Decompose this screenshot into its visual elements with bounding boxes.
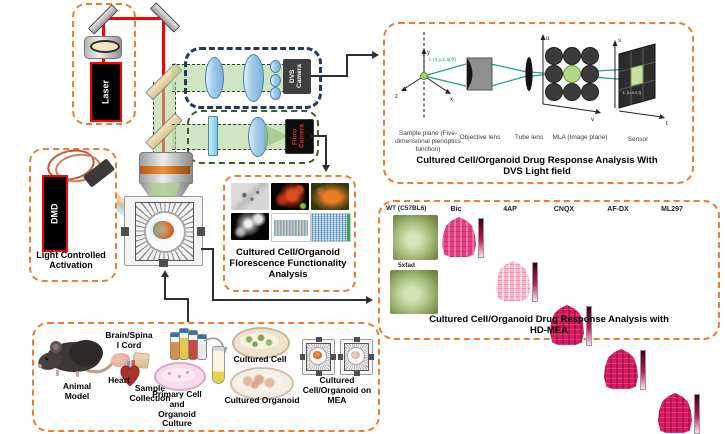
dmd-caption: Light Controlled Activation [36, 250, 106, 271]
arrow-to-stage [161, 270, 169, 277]
axis-y-label: y [427, 50, 430, 56]
dvs-camera-label: DVS Camera [289, 64, 303, 89]
brain-tissue-icon [111, 353, 130, 367]
media-bottles-icon [170, 327, 210, 361]
sample-collection-label: Sample Collection [129, 383, 171, 403]
axis-u-label: u [546, 36, 549, 42]
mla-icon [545, 47, 599, 101]
calcium-trace-plot [271, 213, 311, 242]
cultured-organoid-label: Cultured Organoid [224, 395, 300, 405]
laser-box: Laser [90, 62, 122, 122]
heatmap-wt-afdx [604, 347, 646, 391]
heatmap-wt-4ap [496, 259, 538, 303]
wt-row-label: WT (C57BL6) [386, 205, 427, 212]
lightfield-panel: y x z L (x,y,z,φ,θ) [383, 22, 694, 184]
lens-icon [205, 57, 224, 99]
hdmea-caption-line2: HD-MEA [530, 325, 568, 336]
dmd-box: DMD [42, 175, 68, 252]
raster-heatmap-plot [311, 213, 351, 242]
mea-chip-icon [338, 337, 374, 376]
arrow-to-lightfield [372, 51, 379, 59]
prep-panel: Animal Model Brain/Spinal Cord Heart Sam… [32, 322, 380, 432]
brain-spinal-label: Brain/Spinal Cord [105, 330, 153, 350]
5xfad-row-label: 5xfad [398, 262, 415, 269]
sample-stage [121, 196, 205, 267]
heart-icon [120, 360, 140, 387]
plenoptic-function-label: L (x,y,z,φ,θ) [429, 57, 456, 63]
drug-header: ML297 [661, 206, 683, 213]
lightfield-diagram: y x z L (x,y,z,φ,θ) [395, 32, 668, 127]
primary-dish-icon [154, 362, 206, 391]
sensor-icon: L (u,v,s,t) [618, 43, 656, 109]
collimator-aperture [90, 40, 120, 53]
drug-header: AF-DX [607, 206, 629, 213]
cultured-cell-dish-icon [232, 327, 290, 359]
drug-header: Bic [450, 206, 462, 213]
connector-dvs [311, 75, 348, 77]
laser-collimator [84, 36, 122, 59]
objective-lens-label: Objective lens [459, 134, 501, 141]
axis-s-label: s [618, 38, 621, 44]
axis-v-label: v [591, 117, 594, 123]
hdmea-caption-line1: Cultured Cell/Organoid Drug Response Ana… [429, 314, 669, 325]
sensor-value-label: L (u,v,s,t) [623, 90, 642, 95]
heatmap-wt-cnqx [550, 303, 592, 347]
gray-fluorescence-image [231, 213, 269, 240]
connector-fluro [311, 135, 327, 137]
axis-x-label: x [450, 97, 453, 103]
animal-model-label: Animal Model [62, 381, 92, 401]
lightfield-caption-line2: DVS Light field [503, 166, 571, 177]
mla-lenslet-icon [270, 60, 281, 100]
5xfad-brain-slice-image [390, 270, 438, 314]
lightfield-caption-line1: Cultured Cell/Organoid Drug Response Ana… [416, 155, 658, 166]
connector-prep-stage [187, 298, 189, 324]
laser-label: Laser [100, 79, 111, 105]
mla-label: MLA (Image plane) [552, 134, 608, 141]
sensor-label: Sensor [627, 136, 649, 143]
wt-brain-slice-image [393, 215, 438, 260]
arrow-to-hdmea [366, 296, 373, 304]
cultured-cell-label: Cultured Cell [233, 354, 287, 364]
axis-t-label: t [666, 121, 668, 127]
sample-plane-label: Sample plane (Five-dimensional plenoptic… [395, 130, 461, 153]
emission-filter-icon [208, 116, 218, 156]
on-mea-label: Cultured Cell/Organoid on MEA [302, 375, 372, 405]
cultured-organoid-dish-icon [230, 367, 294, 400]
dvs-camera: DVS Camera [283, 59, 311, 94]
connector-stage-hdmea [201, 248, 214, 250]
heatmap-wt-bic [442, 215, 484, 259]
fluro-camera-label: Fluro Camera [291, 124, 306, 149]
fluro-camera-box [187, 110, 319, 164]
fluorescence-panel: Cultured Cell/Organoid Florescence Funct… [223, 175, 356, 292]
overlay-fluorescence-image [311, 183, 349, 210]
heatmap-wt-ml297 [658, 391, 700, 434]
axis-z-label: z [395, 94, 398, 100]
fluro-camera: Fluro Camera [285, 119, 314, 154]
mea-chip-icon [300, 337, 336, 376]
tube-lens-icon [525, 57, 533, 91]
dmd-label: DMD [49, 203, 60, 224]
red-fluorescence-image [271, 183, 309, 210]
dvs-camera-box [184, 47, 322, 109]
lens-icon [243, 54, 264, 102]
fluorescence-caption: Cultured Cell/Organoid Florescence Funct… [229, 247, 347, 281]
tube-lens-label: Tube lens [514, 134, 544, 141]
dvs-beam-path [172, 64, 285, 92]
hdmea-panel: WT (C57BL6) Bic 4AP CNQX AF-DX ML297 5xf… [378, 200, 720, 434]
laser-beam-horizontal [103, 17, 164, 20]
heart-label: Heart [108, 375, 130, 385]
drug-header: CNQX [553, 206, 575, 213]
brightfield-image [231, 183, 269, 210]
primary-culture-label: Primary Cell and Organoid Culture [152, 389, 202, 429]
sample-tube-icon [212, 346, 225, 384]
arrow-to-fluorescence-panel [322, 165, 330, 172]
mouse-icon [38, 340, 115, 377]
drug-header: 4AP [503, 206, 517, 213]
objective-lens [139, 152, 193, 184]
